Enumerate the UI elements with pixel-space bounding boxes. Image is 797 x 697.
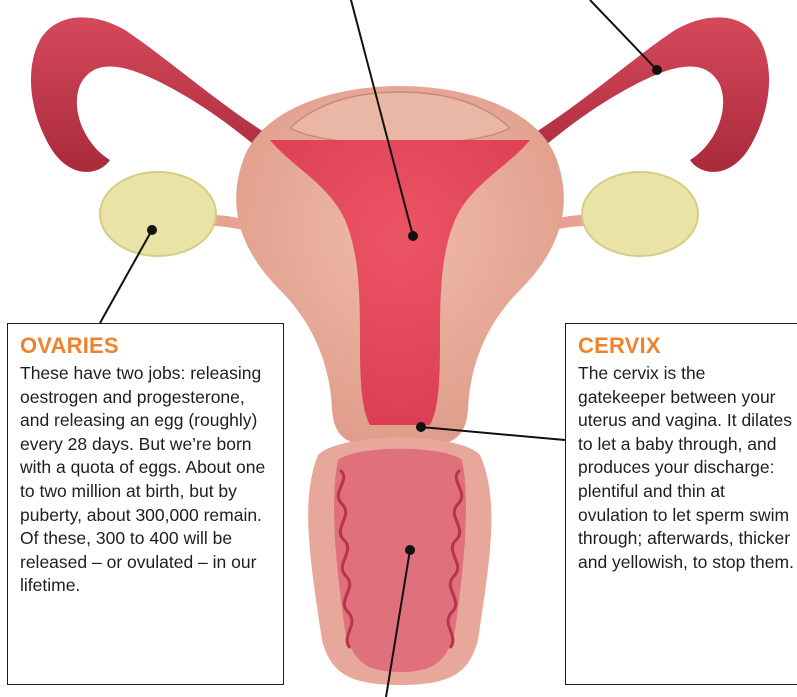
pointer-dot-cervix — [416, 422, 426, 432]
right-ovary — [582, 172, 698, 256]
ovaries-label-box: OVARIES These have two jobs: releasing o… — [7, 323, 284, 685]
pointer-dot-ovary — [147, 225, 157, 235]
cervix-title: CERVIX — [578, 334, 794, 358]
vagina-canal — [334, 449, 466, 672]
pointer-dot-vagina — [405, 545, 415, 555]
ovaries-title: OVARIES — [20, 334, 273, 358]
pointer-dot-fallopian — [652, 65, 662, 75]
left-ovary — [100, 172, 216, 256]
pointer-dot-uterus — [408, 231, 418, 241]
ovaries-description: These have two jobs: releasing oestrogen… — [20, 362, 273, 598]
cervix-label-box: CERVIX The cervix is the gatekeeper betw… — [565, 323, 797, 685]
leader-line-fallopian — [590, 0, 657, 70]
cervix-description: The cervix is the gatekeeper between you… — [578, 362, 794, 574]
